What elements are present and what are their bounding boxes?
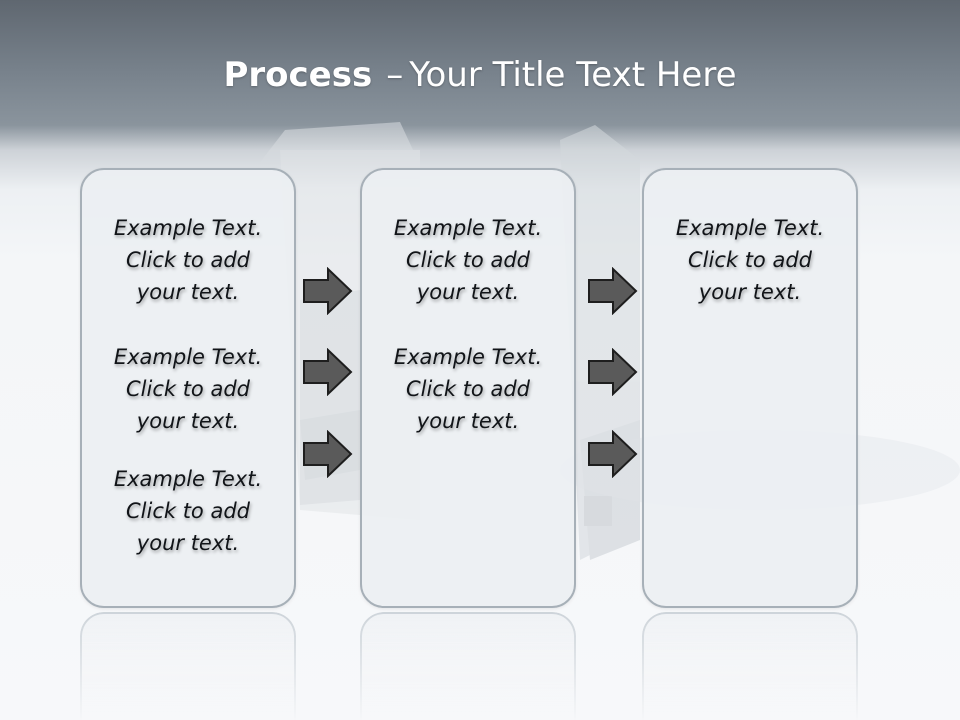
right-arrow-icon[interactable] (303, 430, 353, 478)
title-strong: Process (223, 55, 373, 95)
process-panel-2[interactable]: Example Text. Click to add your text. Ex… (360, 168, 576, 608)
right-arrow-icon[interactable] (588, 348, 638, 396)
text-line: Click to add (405, 377, 530, 401)
text-placeholder[interactable]: Example Text. Click to add your text. (82, 212, 294, 308)
text-placeholder[interactable]: Example Text. Click to add your text. (644, 212, 856, 308)
text-placeholder[interactable]: Example Text. Click to add your text. (82, 341, 294, 437)
slide-title[interactable]: Process–Your Title Text Here (0, 52, 960, 98)
text-line: your text. (416, 280, 520, 304)
right-arrow-icon[interactable] (588, 430, 638, 478)
text-line: Click to add (687, 248, 812, 272)
text-line: Example Text. (393, 345, 543, 369)
process-panel-1[interactable]: Example Text. Click to add your text. Ex… (80, 168, 296, 608)
text-line: your text. (136, 280, 240, 304)
text-placeholder[interactable]: Example Text. Click to add your text. (362, 341, 574, 437)
right-arrow-icon[interactable] (303, 267, 353, 315)
text-line: your text. (698, 280, 802, 304)
text-line: Click to add (405, 248, 530, 272)
title-separator: – (386, 55, 404, 95)
title-rest: Your Title Text Here (409, 55, 737, 95)
text-line: your text. (416, 409, 520, 433)
text-line: your text. (136, 531, 240, 555)
text-line: Example Text. (113, 345, 263, 369)
text-line: Click to add (125, 377, 250, 401)
panel-reflection (80, 612, 296, 720)
text-line: Click to add (125, 248, 250, 272)
right-arrow-icon[interactable] (588, 267, 638, 315)
process-panel-3[interactable]: Example Text. Click to add your text. (642, 168, 858, 608)
text-line: Example Text. (393, 216, 543, 240)
panel-reflection (642, 612, 858, 720)
text-line: Example Text. (113, 216, 263, 240)
text-line: Example Text. (675, 216, 825, 240)
text-placeholder[interactable]: Example Text. Click to add your text. (362, 212, 574, 308)
panel-reflection (360, 612, 576, 720)
text-line: Click to add (125, 499, 250, 523)
text-placeholder[interactable]: Example Text. Click to add your text. (82, 463, 294, 559)
text-line: your text. (136, 409, 240, 433)
right-arrow-icon[interactable] (303, 348, 353, 396)
text-line: Example Text. (113, 467, 263, 491)
